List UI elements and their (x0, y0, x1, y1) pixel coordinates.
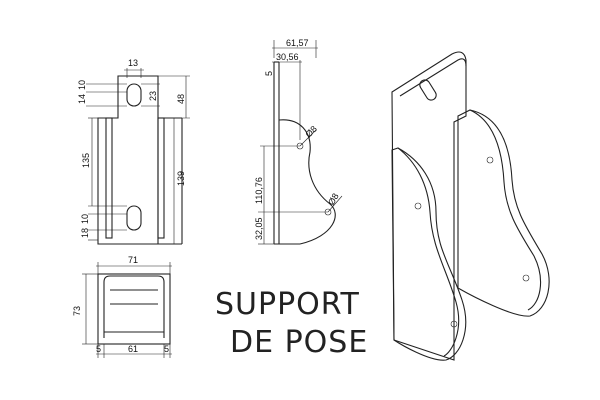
title-line-2: DE POSE (230, 325, 368, 360)
dim-mid-height: 135 (81, 153, 91, 168)
dim-side-width: 61,57 (286, 38, 309, 48)
dim-bottom-left: 5 (96, 344, 101, 354)
dim-height-b: 32,05 (254, 217, 264, 240)
dim-bot-a: 18 (80, 228, 90, 238)
dim-hole-top: Ø8 (303, 124, 319, 140)
front-inner-right (157, 117, 165, 239)
front-bottom-slot (126, 205, 142, 231)
dim-top-a: 10 (77, 80, 87, 90)
front-view: 13 10 14 23 48 135 139 18 10 (77, 58, 190, 245)
dim-bottom-right: 5 (164, 344, 169, 354)
bottom-u-profile (103, 275, 165, 338)
title-line-1: SUPPORT (215, 287, 360, 322)
dim-side-thickness: 5 (264, 71, 274, 76)
iso-left-flange (391, 147, 467, 361)
dim-bottom-inner: 61 (128, 344, 138, 354)
dim-top-height: 48 (176, 94, 186, 104)
front-top-slot (126, 83, 142, 107)
dim-slot-width: 13 (128, 58, 138, 68)
side-profile (278, 119, 336, 245)
dim-bot-b: 10 (80, 214, 90, 224)
dim-bottom-width: 71 (128, 255, 138, 265)
isometric-view (391, 51, 550, 361)
bottom-view: 71 73 5 61 5 (72, 255, 172, 358)
dim-side-offset: 30,56 (276, 52, 299, 62)
iso-right-flange (457, 109, 550, 317)
dim-total-height: 139 (176, 171, 186, 186)
dim-slot-len: 23 (148, 91, 158, 101)
side-view: 61,57 30,56 5 Ø8 Ø8 110,76 32,05 (254, 38, 343, 245)
dim-bottom-height: 73 (72, 306, 82, 316)
iso-back-plate (391, 51, 467, 361)
dim-hole-bottom: Ø8 (326, 192, 341, 207)
front-inner-left (105, 117, 113, 239)
dim-height-a: 110,76 (254, 177, 264, 204)
dim-top-b: 14 (77, 94, 87, 104)
